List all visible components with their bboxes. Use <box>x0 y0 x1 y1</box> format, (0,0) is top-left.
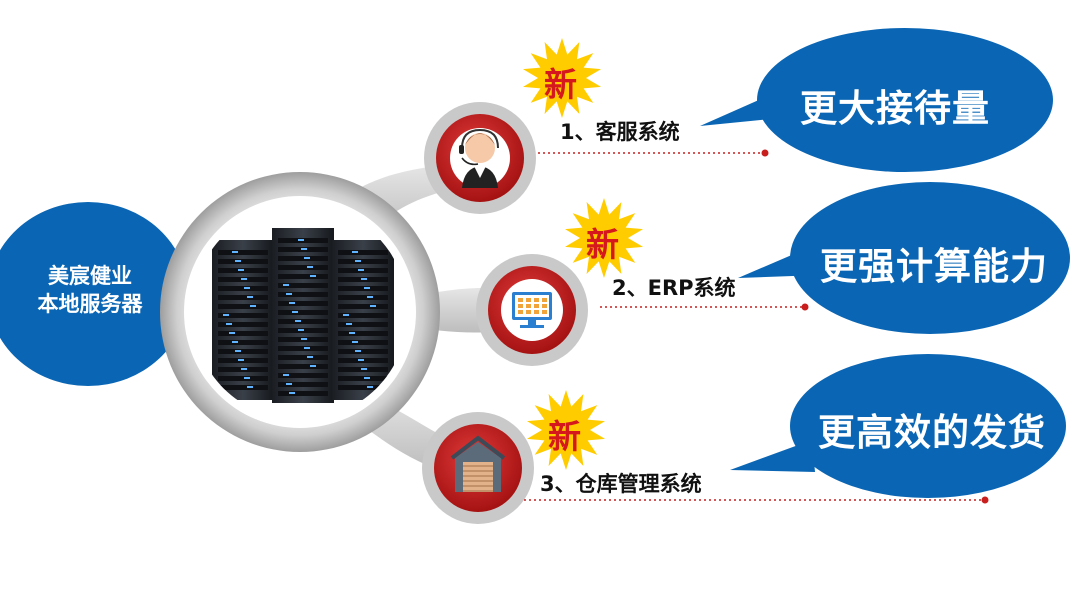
benefit-text-2: 更强计算能力 <box>820 245 1048 288</box>
system-node-2 <box>476 254 588 366</box>
system-node-3 <box>422 412 534 524</box>
server-title: 美宸健业 本地服务器 <box>25 262 155 318</box>
benefit-bubble-2 <box>738 182 1070 334</box>
benefit-bubble-3 <box>730 354 1066 498</box>
benefit-text-3: 更高效的发货 <box>818 411 1046 454</box>
new-badge-text-3: 新 <box>548 417 581 456</box>
new-badge-burst-2 <box>565 198 643 278</box>
server-title-line1: 美宸健业 <box>48 264 132 288</box>
server-title-line2: 本地服务器 <box>37 292 143 316</box>
server-rack-image <box>192 204 408 420</box>
new-badge-burst-1 <box>523 38 601 118</box>
benefit-bubble-1 <box>700 28 1053 172</box>
new-badge-text-1: 新 <box>544 65 577 104</box>
system-label-3: 3、仓库管理系统 <box>540 472 702 496</box>
system-node-1 <box>424 102 536 214</box>
new-badges <box>523 38 643 470</box>
erp-screen-icon <box>512 292 552 328</box>
new-badge-burst-3 <box>527 390 605 470</box>
customer-service-icon <box>459 128 499 188</box>
warehouse-icon <box>450 435 506 492</box>
benefit-text-1: 更大接待量 <box>800 87 990 130</box>
system-label-1: 1、客服系统 <box>560 120 680 144</box>
line-end-dots <box>761 149 989 504</box>
new-badge-text-2: 新 <box>586 225 619 264</box>
rack-right <box>332 240 394 400</box>
system-label-2: 2、ERP系统 <box>612 276 736 300</box>
rack-left <box>212 240 274 400</box>
dotted-lines <box>524 152 985 501</box>
